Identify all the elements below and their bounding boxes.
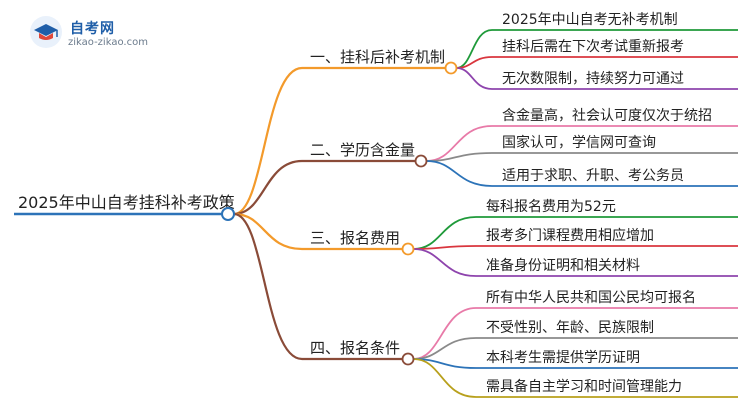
root-node-handle[interactable] [221, 207, 235, 221]
leaf-label: 所有中华人民共和国公民均可报名 [486, 290, 696, 306]
logo-title: 自考网 [70, 21, 115, 37]
leaf-connector [413, 358, 477, 398]
branch-node-handle[interactable] [444, 61, 458, 75]
branch-connector [233, 159, 303, 216]
leaf-connector [426, 160, 493, 187]
branch-label: 四、报名条件 [310, 339, 400, 357]
graduation-cap-icon [30, 16, 62, 48]
branch-label: 三、报名费用 [310, 229, 400, 247]
leaf-label: 含金量高，社会认可度仅次于统招 [502, 107, 712, 124]
branch-label: 一、挂科后补考机制 [310, 48, 445, 66]
leaf-connector [413, 216, 477, 250]
branch-connector [233, 66, 303, 216]
branch-1: 一、挂科后补考机制 2025年中山自考无补考机制挂科后需在下次考试重新报考无次数限… [310, 12, 684, 87]
leaf-connector [456, 67, 493, 90]
branch-connector [233, 212, 303, 251]
leaf-label: 挂科后需在下次考试重新报考 [502, 39, 684, 55]
leaf-label: 国家认可，学信网可查询 [502, 134, 656, 151]
leaf-connector [413, 337, 477, 360]
branch-node-handle[interactable] [401, 242, 415, 256]
branch-2: 二、学历含金量 含金量高，社会认可度仅次于统招国家认可，学信网可查询适用于求职、升… [310, 107, 712, 184]
leaf-label: 需具备自主学习和时间管理能力 [486, 378, 682, 395]
leaf-label: 无次数限制，持续努力可通过 [502, 70, 684, 87]
branch-4: 四、报名条件 所有中华人民共和国公民均可报名不受性别、年龄、民族限制本科考生需提供… [310, 290, 696, 395]
logo-url: zikao-zikao.com [68, 37, 148, 48]
leaf-label: 每科报名费用为52元 [486, 199, 616, 215]
branch-node-handle[interactable] [401, 352, 415, 366]
leaf-label: 不受性别、年龄、民族限制 [486, 320, 654, 336]
leaf-label: 本科考生需提供学历证明 [486, 350, 640, 366]
site-logo: 自考网 zikao-zikao.com [30, 12, 170, 52]
leaf-label: 准备身份证明和相关材料 [486, 257, 640, 274]
leaf-label: 适用于求职、升职、考公务员 [502, 168, 684, 184]
leaf-label: 2025年中山自考无补考机制 [502, 12, 678, 28]
leaf-connector [426, 152, 493, 162]
leaf-connector [413, 248, 477, 277]
leaf-connector [413, 307, 477, 360]
branch-label: 二、学历含金量 [310, 141, 415, 159]
leaf-label: 报考多门课程费用相应增加 [486, 227, 654, 244]
root-node-label: 2025年中山自考挂科补考政策 [18, 193, 235, 212]
branch-connector [233, 212, 303, 361]
branch-node-handle[interactable] [414, 154, 428, 168]
